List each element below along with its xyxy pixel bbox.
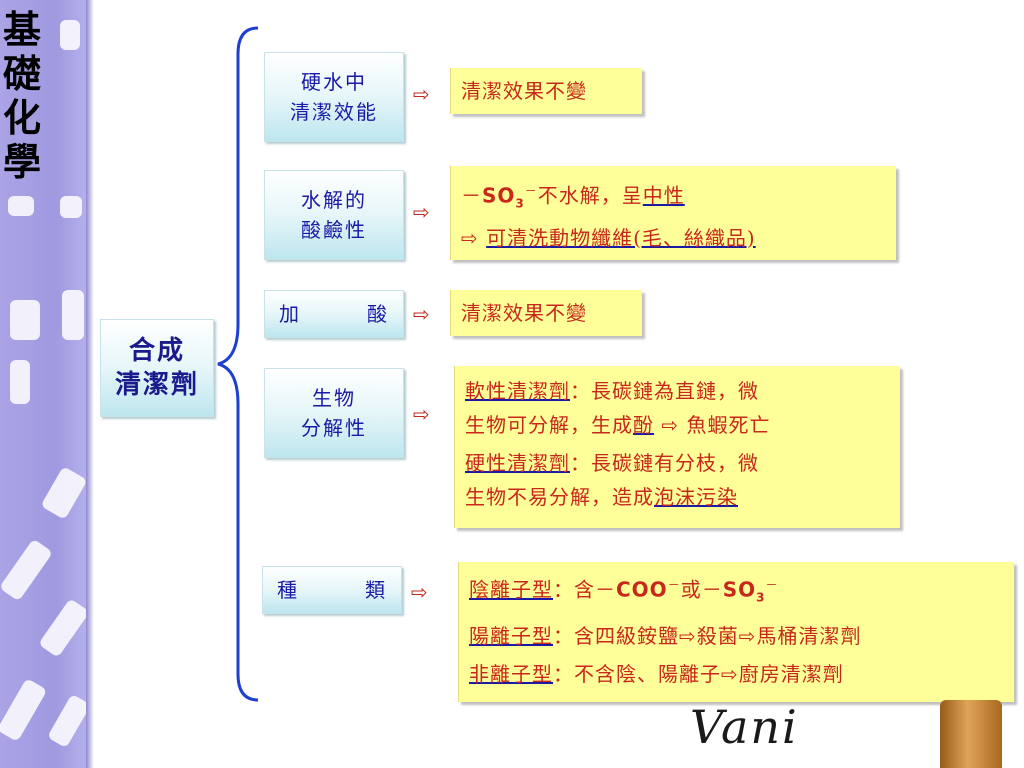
node-biodegradability: 生物 分解性 — [264, 368, 404, 458]
node-types: 種 類 — [262, 566, 402, 614]
anion-text-1: ：含－ — [553, 577, 616, 602]
result-biodegradability: 軟性清潔劑：長碳鏈為直鏈，微 生物可分解，生成酚 ⇨ 魚蝦死亡 硬性清潔劑：長碳… — [454, 366, 900, 528]
neutral-term: 中性 — [642, 183, 685, 208]
hard-detergent-term: 硬性清潔劑 — [465, 451, 570, 475]
bio-label: 生物 分解性 — [301, 386, 367, 440]
nonionic-text: ：不含陰、陽離子 — [553, 661, 721, 686]
anion-term: 陰離子型 — [469, 577, 553, 602]
nonionic-term: 非離子型 — [469, 661, 553, 686]
arrow-icon: ⇨ — [738, 623, 757, 648]
node-acid: 加 酸 — [264, 290, 404, 338]
result-hydrolysis: －SO3－不水解，呈中性 ⇨ 可清洗動物纖維(毛、絲織品) — [450, 166, 896, 260]
hard-text-2: 生物不易分解，造成 — [465, 485, 654, 509]
acid-label-left: 加 — [279, 302, 301, 326]
side-title: 基 礎 化 學 — [2, 7, 41, 184]
hard-water-result: 清潔效果不變 — [461, 79, 587, 103]
arrow-icon: ⇨ — [413, 302, 430, 326]
hard-line-2: 生物不易分解，造成泡沫污染 — [465, 480, 890, 514]
soft-detergent-term: 軟性清潔劑 — [465, 379, 570, 403]
soft-text-2: 生物可分解，生成 — [465, 413, 633, 437]
brace — [217, 26, 259, 702]
anion-line: 陰離子型：含－COO－或－SO3－ — [469, 568, 1004, 615]
cation-text-2: 殺菌 — [696, 623, 739, 648]
soft-line-2: 生物可分解，生成酚 ⇨ 魚蝦死亡 — [465, 408, 890, 442]
arrow-icon: ⇨ — [721, 661, 739, 686]
node-hard-water: 硬水中 清潔效能 — [264, 52, 404, 142]
result-acid: 清潔效果不變 — [450, 290, 642, 336]
result-hard-water: 清潔效果不變 — [450, 68, 642, 114]
formula-so: SO — [482, 183, 516, 208]
hydrolysis-line-1: －SO3－不水解，呈中性 — [461, 174, 886, 221]
hard-water-label: 硬水中 清潔效能 — [290, 70, 378, 124]
hydrolysis-label: 水解的 酸鹼性 — [301, 188, 367, 242]
acid-label: 加 酸 — [265, 299, 403, 329]
types-label-left: 種 — [277, 578, 299, 602]
formula-superscript: － — [524, 184, 538, 198]
formula-subscript: 3 — [515, 196, 525, 211]
nonionic-line: 非離子型：不含陰、陽離子⇨廚房清潔劑 — [469, 657, 1004, 691]
so3-superscript: － — [765, 578, 779, 592]
hydrolysis-line-2: ⇨ 可清洗動物纖維(毛、絲織品) — [461, 221, 886, 255]
cation-text-3: 馬桶清潔劑 — [756, 623, 862, 648]
formula-so3: SO — [722, 577, 757, 602]
soft-line-1: 軟性清潔劑：長碳鏈為直鏈，微 — [465, 374, 890, 408]
acid-label-right: 酸 — [367, 302, 389, 326]
so3-subscript: 3 — [756, 590, 766, 605]
arrow-icon: ⇨ — [413, 402, 430, 426]
cation-line: 陽離子型：含四級銨鹽⇨殺菌⇨馬桶清潔劑 — [469, 619, 1004, 653]
arrow-icon: ⇨ — [411, 580, 428, 604]
soft-text-3: 魚蝦死亡 — [679, 413, 771, 437]
formula-coo: COO — [616, 577, 668, 602]
bottle-image — [940, 700, 1002, 768]
arrow-icon: ⇨ — [461, 225, 479, 250]
result-types: 陰離子型：含－COO－或－SO3－ 陽離子型：含四級銨鹽⇨殺菌⇨馬桶清潔劑 非離… — [458, 562, 1014, 702]
side-band — [0, 0, 92, 768]
arrow-icon: ⇨ — [413, 82, 430, 106]
foam-pollution-term: 泡沫污染 — [654, 485, 738, 509]
nonionic-text-2: 廚房清潔劑 — [738, 661, 844, 686]
fiber-text: 可清洗動物纖維(毛、絲織品) — [486, 225, 756, 250]
phenol-term: 酚 — [633, 413, 654, 437]
arrow-icon: ⇨ — [661, 413, 680, 437]
hard-text-1: ：長碳鏈有分枝，微 — [570, 451, 759, 475]
dash-symbol: － — [461, 183, 482, 208]
coo-superscript: － — [667, 578, 681, 592]
soft-text-1: ：長碳鏈為直鏈，微 — [570, 379, 759, 403]
cation-text: ：含四級銨鹽 — [553, 623, 679, 648]
hydrolysis-text: 不水解，呈 — [537, 183, 643, 208]
root-label: 合成 清潔劑 — [114, 336, 199, 400]
node-hydrolysis: 水解的 酸鹼性 — [264, 170, 404, 260]
arrow-icon: ⇨ — [679, 623, 697, 648]
types-label: 種 類 — [263, 575, 401, 605]
types-label-right: 類 — [365, 578, 387, 602]
arrow-icon: ⇨ — [413, 200, 430, 224]
root-node: 合成 清潔劑 — [100, 319, 214, 417]
acid-result: 清潔效果不變 — [461, 301, 587, 325]
anion-text-2: 或－ — [680, 577, 723, 602]
cation-term: 陽離子型 — [469, 623, 553, 648]
hard-line-1: 硬性清潔劑：長碳鏈有分枝，微 — [465, 446, 890, 480]
band-edge — [86, 0, 94, 768]
signature-logo: Vani — [690, 700, 799, 754]
